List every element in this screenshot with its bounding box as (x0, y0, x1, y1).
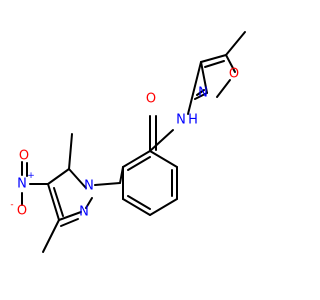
oxygen-nitro-bottom-label: O (17, 204, 27, 219)
bond (200, 54, 227, 63)
bond (68, 133, 73, 170)
bond (58, 211, 82, 221)
nitrogen-amide-label: N (176, 113, 186, 128)
bond (196, 89, 205, 96)
oxygen-isoxazole-label: O (229, 67, 239, 82)
bond (149, 198, 178, 216)
bond (204, 60, 225, 68)
bond (122, 198, 151, 216)
atom-labels: O N H N O N N N + O O - (10, 67, 239, 220)
hydrogen-amide-label: H (188, 113, 198, 128)
bond (119, 166, 124, 184)
bond (200, 61, 208, 94)
bond (149, 150, 178, 168)
molecule-structure: O N H N O N N N + O O - (10, 31, 246, 253)
bond (68, 168, 87, 189)
nitro-plus-charge: + (27, 171, 35, 181)
bond (225, 31, 246, 56)
oxygen-carbonyl-label: O (146, 92, 156, 107)
bond (127, 195, 151, 210)
nitrogen-pyrazole-2-label: N (79, 205, 89, 220)
oxygen-nitro-top-label: O (19, 149, 29, 164)
bond (225, 54, 236, 73)
bond (42, 219, 60, 253)
bond (127, 156, 151, 171)
bond (85, 197, 93, 209)
nitrogen-isoxazole-label: N (198, 86, 208, 101)
nitrogen-pyrazole-1-label: N (84, 179, 94, 194)
bond (216, 79, 231, 98)
bond (53, 187, 64, 217)
bond (187, 61, 202, 115)
bond (47, 183, 60, 221)
nitro-minus-charge: - (10, 200, 13, 210)
bonds (21, 31, 246, 253)
bond (194, 92, 208, 100)
nitrogen-nitro-label: N (17, 177, 27, 192)
bond (94, 182, 121, 186)
bond (149, 129, 174, 152)
bond (122, 150, 151, 168)
bond (60, 218, 79, 227)
bond (47, 168, 70, 185)
